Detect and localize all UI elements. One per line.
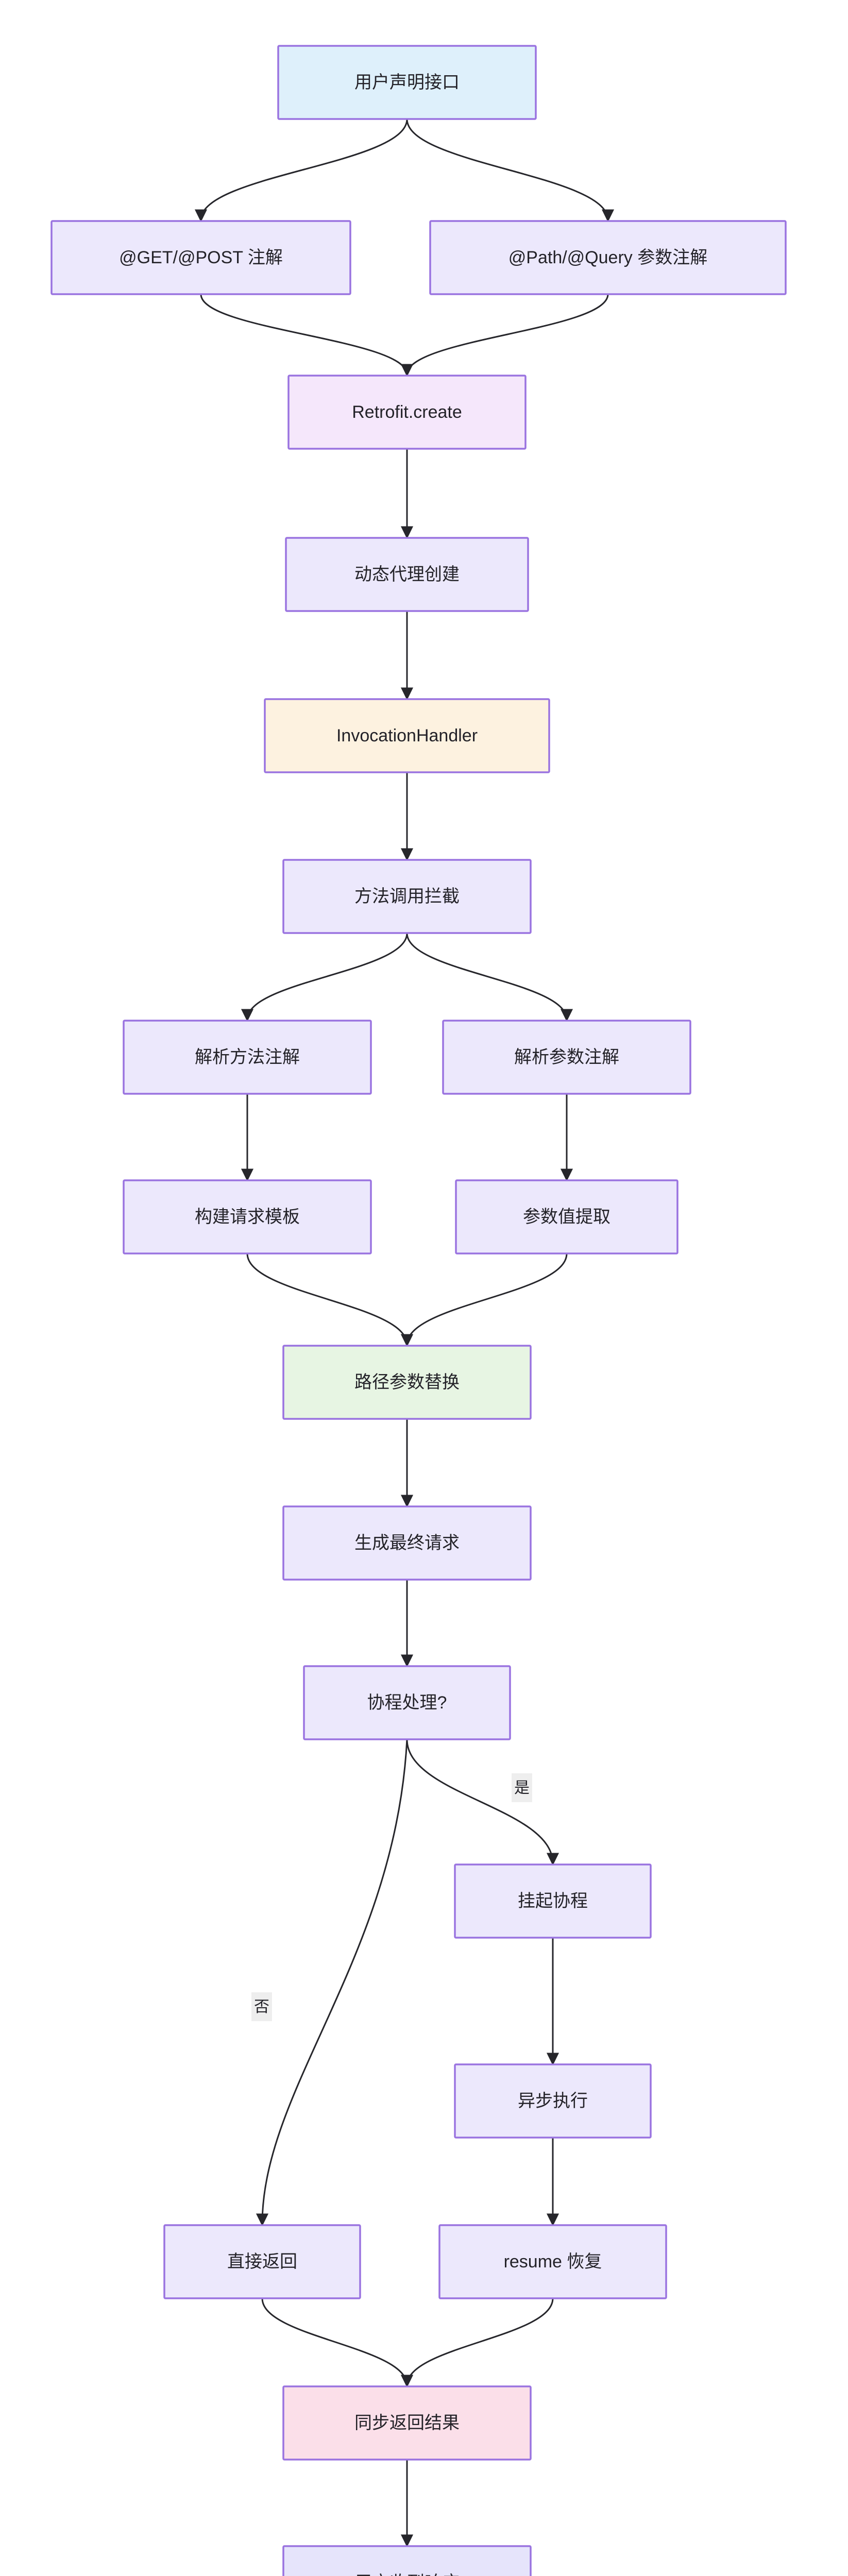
flow-node[interactable]: 用户声明接口 [277,45,537,120]
node-label: @GET/@POST 注解 [119,248,283,267]
flow-edge [406,933,573,1022]
node-label: 解析参数注解 [514,1047,619,1067]
flow-node[interactable]: 用户收到响应 [282,2545,532,2576]
node-box [282,2385,532,2461]
edge-label-group: 是 [512,1773,532,1802]
node-box [287,375,527,450]
flow-node[interactable]: InvocationHandler [264,698,550,773]
flow-node[interactable]: resume 恢复 [438,2224,667,2299]
node-box [303,1665,511,1740]
node-label: 异步执行 [518,2091,588,2111]
flow-node[interactable]: 解析方法注解 [123,1020,372,1095]
edge-label-text: 否 [254,1998,269,2015]
node-box [282,1345,532,1420]
flow-node[interactable]: 挂起协程 [454,1863,652,1939]
flow-node[interactable]: Retrofit.create [287,375,527,450]
flow-node[interactable]: @GET/@POST 注解 [50,220,351,295]
node-box [50,220,351,295]
flow-node[interactable]: 解析参数注解 [442,1020,691,1095]
node-box [442,1020,691,1095]
flow-edge [406,1739,559,1866]
flow-node[interactable]: 方法调用拦截 [282,859,532,934]
node-box [282,1505,532,1581]
node-label: @Path/@Query 参数注解 [508,248,707,267]
flow-edge [256,1739,408,2227]
node-box [264,698,550,773]
node-box [277,45,537,120]
node-label: 同步返回结果 [354,2413,460,2433]
flow-edge [241,933,408,1022]
node-box [438,2224,667,2299]
node-label: 参数值提取 [523,1207,610,1227]
node-label: 用户收到响应 [354,2573,460,2576]
node-box [454,2063,652,2139]
node-label: 构建请求模板 [195,1207,300,1227]
flow-node[interactable]: 直接返回 [163,2224,361,2299]
flow-node[interactable]: 协程处理? [303,1665,511,1740]
node-label: InvocationHandler [336,726,478,745]
flow-edge [400,294,609,377]
flow-edge [194,118,408,223]
node-label: 生成最终请求 [354,1533,460,1553]
flow-node[interactable]: 路径参数替换 [282,1345,532,1420]
flow-node[interactable]: 生成最终请求 [282,1505,532,1581]
edge-labels-layer: 是否 [251,1773,532,2021]
node-label: 协程处理? [367,1693,447,1713]
node-box [123,1020,372,1095]
flow-node[interactable]: 同步返回结果 [282,2385,532,2461]
node-box [163,2224,361,2299]
node-box [123,1179,372,1255]
flow-edge [406,118,615,223]
edges-layer [194,118,615,2548]
flow-edge [400,1253,568,1347]
edge-label-text: 是 [514,1780,530,1797]
edge-label-background [251,1992,272,2021]
node-label: 方法调用拦截 [354,887,460,906]
flow-node[interactable]: 构建请求模板 [123,1179,372,1255]
node-box [282,859,532,934]
node-label: Retrofit.create [352,402,462,422]
flow-node[interactable]: 动态代理创建 [285,537,529,612]
node-box [282,2545,532,2576]
flow-node[interactable]: @Path/@Query 参数注解 [429,220,787,295]
node-label: 挂起协程 [518,1891,588,1911]
edge-label-group: 否 [251,1992,272,2021]
flow-edge [200,294,414,377]
node-label: 用户声明接口 [354,73,460,92]
flow-edge [261,2298,414,2388]
node-box [285,537,529,612]
edge-label-background [512,1773,532,1802]
node-label: 动态代理创建 [354,565,460,584]
node-label: 解析方法注解 [195,1047,300,1067]
node-box [455,1179,679,1255]
flow-node[interactable]: 参数值提取 [455,1179,679,1255]
node-box [429,220,787,295]
node-box [454,1863,652,1939]
flow-edge [246,1253,414,1347]
nodes-layer: 用户声明接口 @GET/@POST 注解 @Path/@Query 参数注解 Retr… [50,45,787,2576]
node-label: 路径参数替换 [354,1372,460,1392]
flow-node[interactable]: 异步执行 [454,2063,652,2139]
node-label: resume 恢复 [504,2252,602,2272]
node-label: 直接返回 [227,2252,297,2272]
flow-edge [400,2298,554,2388]
